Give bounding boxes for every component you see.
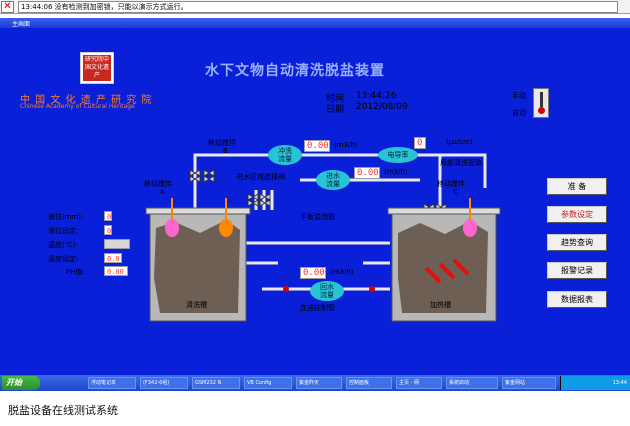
taskbar-item[interactable]: 系统启动 [446,377,498,389]
artifact-in-wash-tank [154,220,240,313]
ph-value: 0.00 [104,266,128,276]
flush-flow-value: 0.00 [304,140,330,152]
taskbar-item[interactable]: 浮动笔记本 [88,377,136,389]
inlet-flow-unit: (m3/h) [384,168,408,176]
taskbar-item[interactable]: (F342-6组) [140,377,188,389]
taskbar-item[interactable]: 控制面板 [346,377,392,389]
stirrer-head [219,219,233,237]
taskbar-item[interactable]: 紫金昨天 [296,377,342,389]
heater-element [438,262,456,280]
academy-logo: 研究院中国文化遗产 [80,52,114,84]
heat-tank-label: 加热槽 [430,301,451,309]
wash-tank-label: 清洗槽 [186,301,207,309]
time-value: 13:44:26 [356,91,397,101]
mode-auto-label: 自动 [512,109,526,117]
taskbar-item[interactable]: 主页 - 网 [396,377,442,389]
window-titlebar [0,18,630,28]
conductivity-meter[interactable]: 电导率 [378,147,418,163]
stirrer-a-id: A [160,188,165,196]
stirrer-b-id: B [223,147,228,155]
figure-caption: 脱盐设备在线测试系统 [8,404,118,417]
org-name-en: Chinese Academy of Cultural Heritage [20,103,135,110]
level-set-input[interactable]: 0 [104,225,112,235]
heat-tank-rim [387,207,501,215]
stirrer-c-head [463,219,477,237]
date-value: 2012/08/09 [356,102,408,112]
level-value: 0 [104,211,112,221]
heater-element [452,258,470,276]
system-tray-clock: 13:44 [560,376,630,390]
stirrer-b-label: 移动搅拌 [208,139,236,147]
prepare-button[interactable]: 准 备 [547,178,607,195]
temperature-set-label: 温度设定: [48,255,79,263]
inlet-branch-pipes [254,190,274,210]
ph-label: PH值: [66,268,85,276]
alarm-message: 13:44:06 没有检测到加密锁，只能以演示方式运行。 [18,1,618,13]
stirrer-a-head [165,219,179,237]
taskbar-item[interactable]: VB Config [244,377,292,389]
conductivity-value: 0 [414,137,426,149]
parameter-settings-button[interactable]: 参数设定 [547,206,607,223]
page-title: 水下文物自动清洗脱盐装置 [205,63,385,79]
org-name-cn: 中 国 文 化 遗 产 研 究 院 [20,95,153,106]
window-title: 主画面 [12,21,31,28]
inlet-flow-meter[interactable]: 进水 流量 [316,170,350,190]
local-pipe-label: 局部清洗管路 [440,159,482,167]
balance-pipe-label: 平衡溢流管 [300,213,335,221]
return-flow-unit: (m3/h) [330,268,354,276]
valve-icon [203,169,215,183]
local-wash-pipe [436,153,487,188]
flush-flow-meter[interactable]: 冲洗 流量 [268,145,302,165]
pump-icon [369,286,375,292]
level-label: 液位(mm): [48,213,84,221]
level-set-label: 液位设定: [48,227,79,235]
inlet-flow-value: 0.00 [354,167,380,179]
process-diagram [145,153,501,322]
return-flow-meter[interactable]: 回水 流量 [310,281,344,301]
return-flow-value: 0.00 [300,267,326,279]
stirrer-c-id: C [453,188,458,196]
wash-tank-rim [145,207,251,215]
mode-toggle-switch[interactable] [533,88,549,118]
start-button[interactable]: 开始 [2,376,40,390]
conductivity-unit: (μs/cm) [446,138,473,146]
heater-element [424,266,442,284]
flush-flow-unit: (m3/h) [334,141,358,149]
stirrer-c-label: 移动搅拌 [437,180,465,188]
inlet-valve-label: 进水区域选择阀 [236,173,285,181]
connect-pipe-label: 连通控制管 [300,304,335,312]
temperature-set-input[interactable]: 0.0 [104,253,122,263]
taskbar-item[interactable]: GSM232 N [192,377,240,389]
mode-manual-label: 手动 [512,92,526,100]
flush-pipe [193,153,442,210]
valve-icon [189,169,201,183]
data-report-button[interactable]: 数据报表 [547,291,607,308]
valve-icon [247,193,259,207]
stirrer-a-label: 移动搅拌 [144,180,172,188]
temperature-label: 温度(℃): [48,241,78,249]
close-icon[interactable]: ✕ [1,1,14,13]
logo-seal: 研究院中国文化遗产 [83,55,111,81]
trend-query-button[interactable]: 趋势查询 [547,234,607,251]
date-label: 日期 [326,105,345,115]
temperature-value [104,239,130,249]
time-label: 时间 [326,94,345,104]
toggle-lever [539,92,543,107]
valve-icon [259,193,271,207]
pump-icon [283,286,289,292]
taskbar-item[interactable]: 紫金网站 [502,377,556,389]
alarm-records-button[interactable]: 报警记录 [547,262,607,279]
toggle-knob [537,107,545,114]
